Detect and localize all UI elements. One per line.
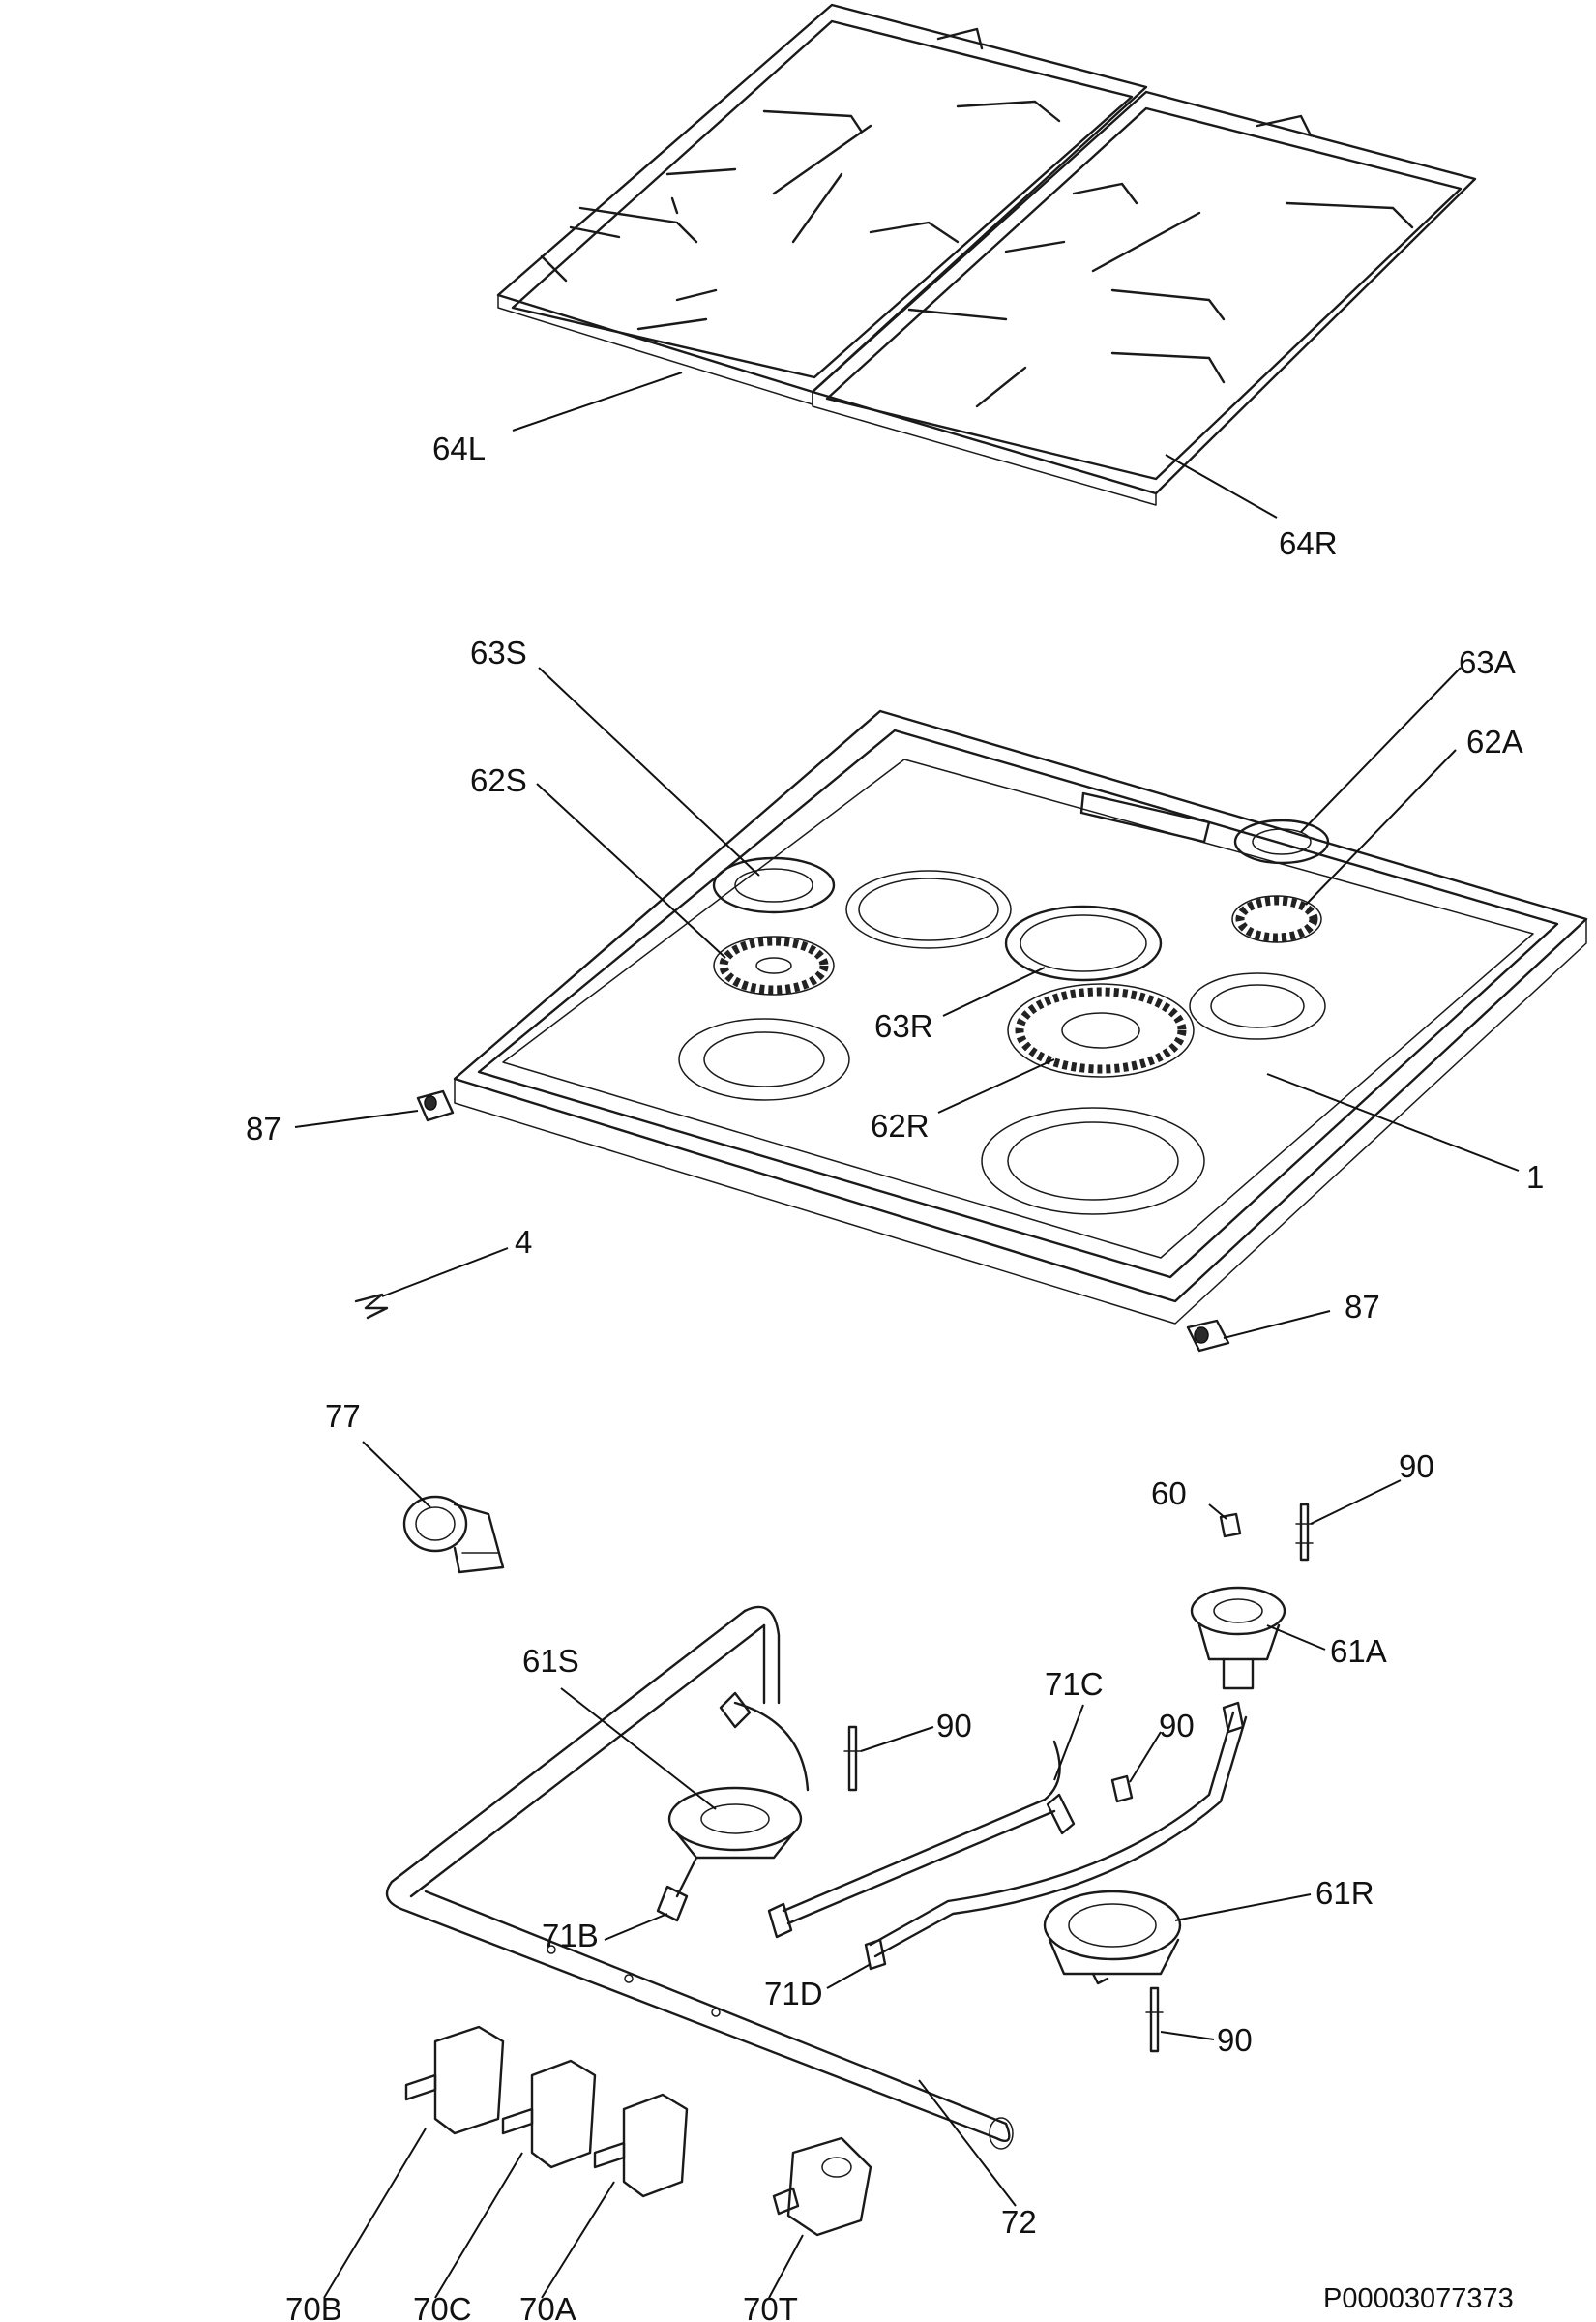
injector-60[interactable] bbox=[1219, 1512, 1242, 1538]
gas-tap-70C[interactable] bbox=[501, 2059, 597, 2169]
callout-62A: 62A bbox=[1466, 724, 1523, 759]
callout-87-right: 87 bbox=[1345, 1289, 1380, 1325]
burner-cap-63S[interactable] bbox=[712, 856, 836, 914]
ignition-electrode-90-left[interactable] bbox=[843, 1725, 862, 1792]
burner-body-61S[interactable] bbox=[667, 1691, 810, 1860]
burner-head-62S[interactable] bbox=[713, 936, 835, 996]
gas-pipe-71B[interactable] bbox=[656, 1856, 698, 1922]
callout-64R: 64R bbox=[1279, 525, 1338, 561]
callout-61A: 61A bbox=[1330, 1633, 1387, 1669]
callout-4: 4 bbox=[515, 1224, 532, 1260]
pan-support-left[interactable] bbox=[496, 3, 1148, 405]
buffer-87-right[interactable] bbox=[1186, 1319, 1230, 1353]
hob-top-plate[interactable] bbox=[453, 709, 1588, 1325]
buffer-87-left[interactable] bbox=[416, 1089, 455, 1122]
burner-body-61A[interactable] bbox=[1190, 1586, 1286, 1690]
callout-63R: 63R bbox=[874, 1008, 933, 1044]
callout-70T: 70T bbox=[743, 2291, 798, 2322]
callout-62S: 62S bbox=[470, 762, 527, 798]
gas-tap-70T[interactable] bbox=[772, 2136, 872, 2237]
burner-head-62A[interactable] bbox=[1231, 895, 1322, 943]
callout-labels: 64L 64R 63S 63A 62S 62A 63R 62R 87 1 4 8… bbox=[246, 431, 1544, 2322]
clip-4[interactable] bbox=[354, 1293, 389, 1320]
callout-70B: 70B bbox=[285, 2291, 342, 2322]
burner-wells bbox=[678, 870, 1326, 1215]
callout-90-bottom: 90 bbox=[1217, 2022, 1253, 2058]
callout-90-left: 90 bbox=[936, 1708, 972, 1743]
ignition-electrode-90-bottom[interactable] bbox=[1145, 1986, 1164, 2053]
burner-head-62R[interactable] bbox=[1007, 983, 1195, 1078]
diagram-reference-code: P00003077373 bbox=[1323, 2283, 1514, 2314]
callout-62R: 62R bbox=[871, 1108, 930, 1144]
callout-70A: 70A bbox=[519, 2291, 576, 2322]
burner-cap-63R[interactable] bbox=[1004, 905, 1163, 982]
callout-61S: 61S bbox=[522, 1643, 579, 1679]
callout-64L: 64L bbox=[432, 431, 486, 466]
burner-cap-63A[interactable] bbox=[1233, 819, 1330, 865]
gas-manifold-pipe-72[interactable] bbox=[385, 1605, 1014, 2150]
ignition-electrode-90-top[interactable] bbox=[1295, 1503, 1314, 1562]
callout-1: 1 bbox=[1526, 1159, 1544, 1195]
callout-71D: 71D bbox=[764, 1976, 823, 2011]
elbow-connector-77[interactable] bbox=[402, 1495, 505, 1574]
callout-87-left: 87 bbox=[246, 1111, 281, 1146]
gas-tap-70B[interactable] bbox=[404, 2025, 505, 2135]
callout-63A: 63A bbox=[1459, 644, 1516, 680]
leader-lines bbox=[294, 372, 1520, 2299]
callout-61R: 61R bbox=[1315, 1875, 1374, 1911]
burner-body-61R[interactable] bbox=[1043, 1890, 1182, 1985]
callout-90-top: 90 bbox=[1399, 1448, 1434, 1484]
gas-tap-70A[interactable] bbox=[593, 2093, 689, 2198]
callout-90-middle: 90 bbox=[1159, 1708, 1195, 1743]
callout-60: 60 bbox=[1151, 1475, 1187, 1511]
callout-77: 77 bbox=[325, 1398, 361, 1434]
gas-pipe-71C[interactable] bbox=[767, 1740, 1076, 1939]
callout-72: 72 bbox=[1001, 2204, 1037, 2240]
nut-90-middle[interactable] bbox=[1110, 1774, 1134, 1803]
gas-pipe-71D[interactable] bbox=[864, 1701, 1248, 1971]
callout-63S: 63S bbox=[470, 635, 527, 670]
callout-71C: 71C bbox=[1045, 1666, 1104, 1702]
callout-71B: 71B bbox=[542, 1918, 599, 1953]
pan-support-right[interactable] bbox=[811, 90, 1477, 506]
callout-70C: 70C bbox=[413, 2291, 472, 2322]
